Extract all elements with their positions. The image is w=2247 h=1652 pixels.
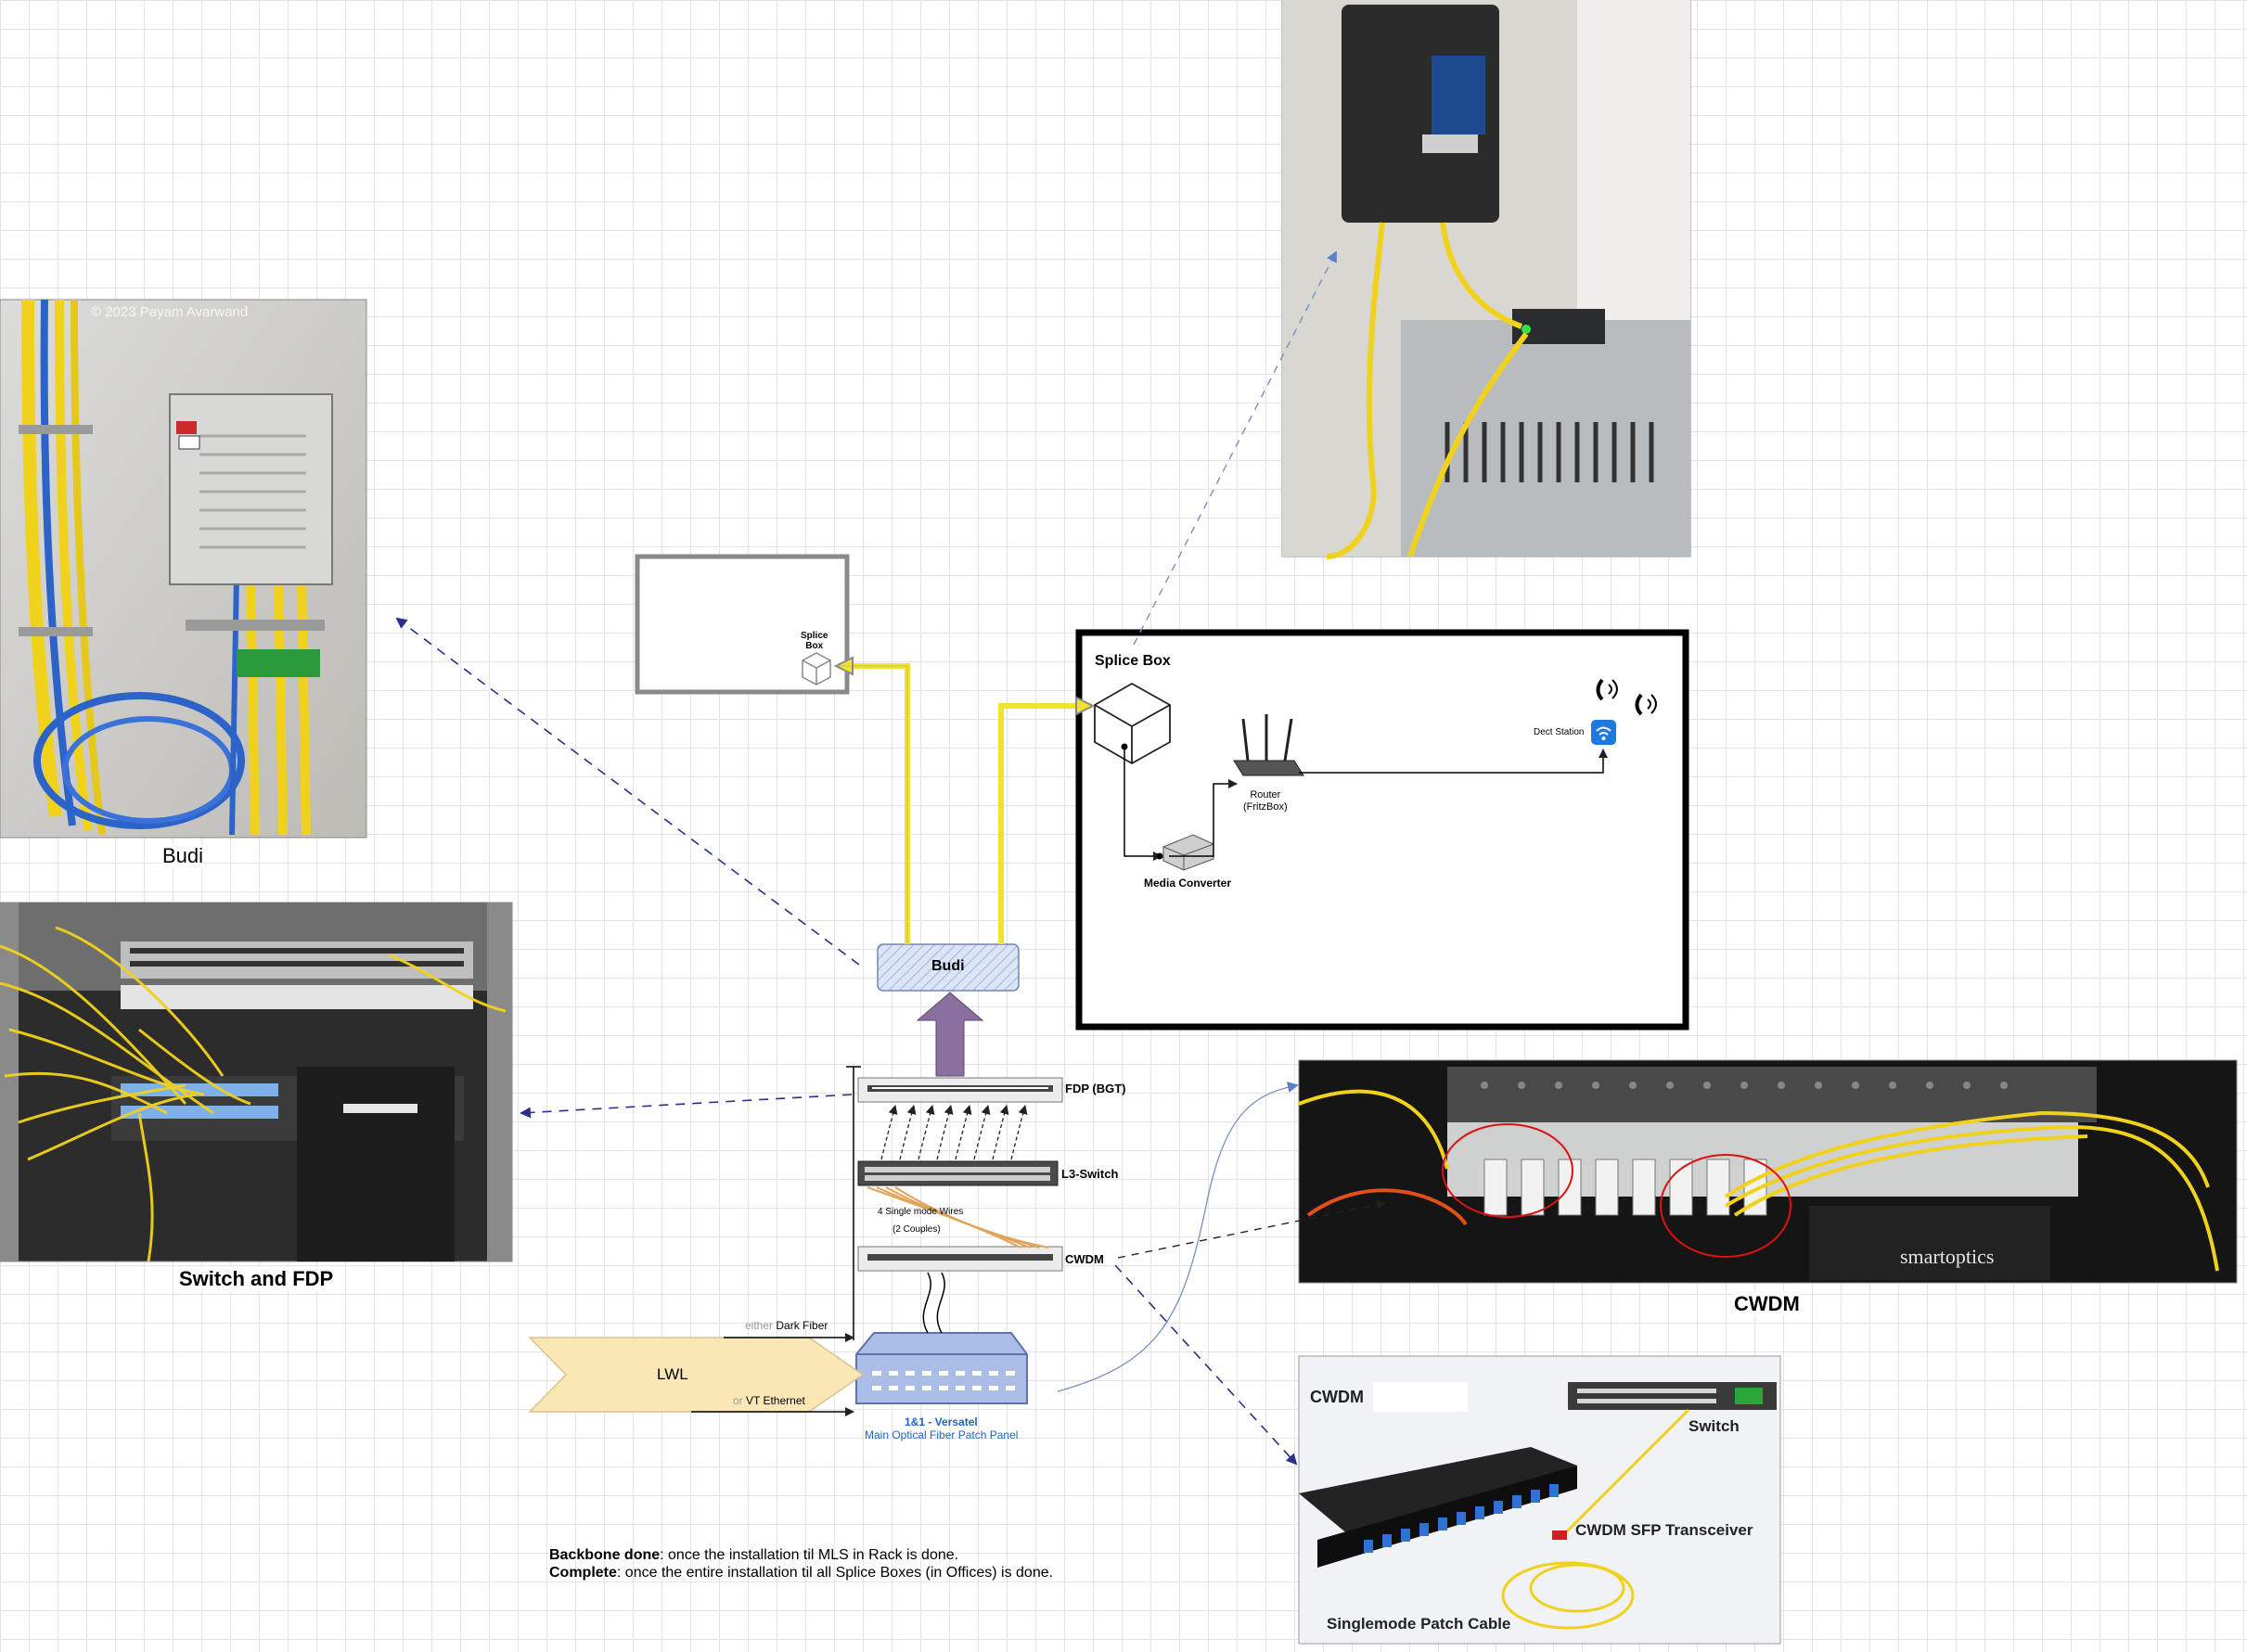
versatel-patch-panel xyxy=(855,1332,1028,1404)
backbone-note: Backbone done: once the installation til… xyxy=(549,1547,958,1564)
dark-fiber-label: either Dark Fiber xyxy=(745,1319,828,1332)
wires-note: 4 Single mode Wires xyxy=(878,1207,964,1217)
cwdm-product-link xyxy=(1114,1264,1298,1466)
cwdm-product-title: CWDM xyxy=(1310,1388,1364,1406)
l3-switch-device xyxy=(857,1160,1059,1186)
complete-label: Complete xyxy=(549,1565,617,1581)
main-panel-label: Main Optical Fiber Patch Panel xyxy=(865,1428,1019,1441)
budi-photo-link xyxy=(395,617,860,966)
single-mode-wires xyxy=(867,1186,1049,1249)
panel-to-cwdm-photo-curve xyxy=(1057,1082,1299,1392)
cwdm-photo-link xyxy=(1117,1199,1386,1259)
dect-phone-icon-2 xyxy=(1635,693,1657,716)
budi-to-office-splice-fiber xyxy=(998,706,1091,944)
versatel-label: 1&1 - Versatel xyxy=(905,1415,978,1428)
cwdm-brand: smartoptics xyxy=(1900,1245,1994,1268)
fdp-photo-link xyxy=(520,1094,853,1119)
dect-station-icon xyxy=(1591,720,1616,745)
office-splice-box-label: Splice Box xyxy=(1095,653,1171,669)
l3-switch-label: L3-Switch xyxy=(1061,1167,1119,1181)
converter-to-router-link xyxy=(1169,779,1238,857)
lwl-label[interactable]: LWL xyxy=(657,1365,688,1383)
office-room xyxy=(1075,629,1689,1031)
cwdm-product-switch-label: Switch xyxy=(1688,1417,1740,1435)
router-icon xyxy=(1233,714,1304,776)
router-to-dect-link xyxy=(1299,749,1608,774)
fdp-label: FDP (BGT) xyxy=(1065,1082,1126,1095)
dect-station-label: Dect Station xyxy=(1534,727,1585,737)
cwdm-device xyxy=(857,1246,1063,1272)
vt-ethernet-text: VT Ethernet xyxy=(746,1394,805,1407)
cwdm-product-cable-label: Singlemode Patch Cable xyxy=(1327,1615,1511,1633)
cwdm-photo-caption: CWDM xyxy=(1734,1292,1800,1316)
small-splice-box-label: Splice Box xyxy=(801,631,828,651)
cwdm-highlight-left xyxy=(1442,1123,1573,1218)
budi-to-small-splice-fiber xyxy=(838,666,910,944)
fdp-device xyxy=(857,1077,1063,1103)
media-converter-icon xyxy=(1162,834,1214,871)
budi-box[interactable] xyxy=(877,943,1020,992)
cwdm-photo: smartoptics xyxy=(1298,1059,2238,1284)
media-converter-photo-link xyxy=(1133,250,1337,646)
cwdm-product-photo xyxy=(1298,1355,1781,1645)
budi-photo-cables xyxy=(19,299,325,836)
splice-to-converter-link xyxy=(1124,747,1162,861)
cwdm-label: CWDM xyxy=(1065,1252,1104,1266)
budi-box-label[interactable]: Budi xyxy=(931,958,965,974)
backbone-text: : once the installation til MLS in Rack … xyxy=(660,1547,959,1563)
dark-fiber-text: Dark Fiber xyxy=(776,1319,828,1332)
media-converter-photo xyxy=(1281,0,1691,559)
lwl-shape[interactable] xyxy=(528,1337,865,1413)
cwdm-product-sfp-label: CWDM SFP Transceiver xyxy=(1575,1521,1753,1539)
panel-to-cwdm-link xyxy=(922,1272,931,1334)
couples-note: (2 Couples) xyxy=(892,1224,941,1235)
switch-to-fdp-links xyxy=(880,1105,1028,1160)
switch-fdp-photo xyxy=(0,902,513,1262)
rack-to-budi-arrow xyxy=(916,992,984,1077)
router-label: Router (FritzBox) xyxy=(1243,789,1288,813)
budi-watermark: © 2023 Payam Avarwand xyxy=(91,304,248,320)
complete-note: Complete: once the entire installation t… xyxy=(549,1565,1053,1582)
switch-fdp-caption: Switch and FDP xyxy=(179,1267,334,1291)
budi-splice-cabinet xyxy=(169,393,333,585)
complete-text: : once the entire installation til all S… xyxy=(616,1565,1054,1581)
splice-box-icon xyxy=(1094,682,1171,765)
cwdm-highlight-right xyxy=(1660,1154,1791,1258)
vt-ethernet-label: or VT Ethernet xyxy=(733,1394,805,1407)
budi-photo: © 2023 Payam Avarwand xyxy=(0,299,367,839)
vt-ethernet-prefix: or xyxy=(733,1394,743,1407)
small-splice-box-icon xyxy=(802,652,831,685)
budi-photo-caption: Budi xyxy=(162,844,204,868)
dark-fiber-prefix: either xyxy=(745,1319,774,1332)
media-converter-label: Media Converter xyxy=(1144,877,1232,890)
backbone-label: Backbone done xyxy=(549,1547,661,1563)
dect-phone-icon-1 xyxy=(1596,678,1618,701)
